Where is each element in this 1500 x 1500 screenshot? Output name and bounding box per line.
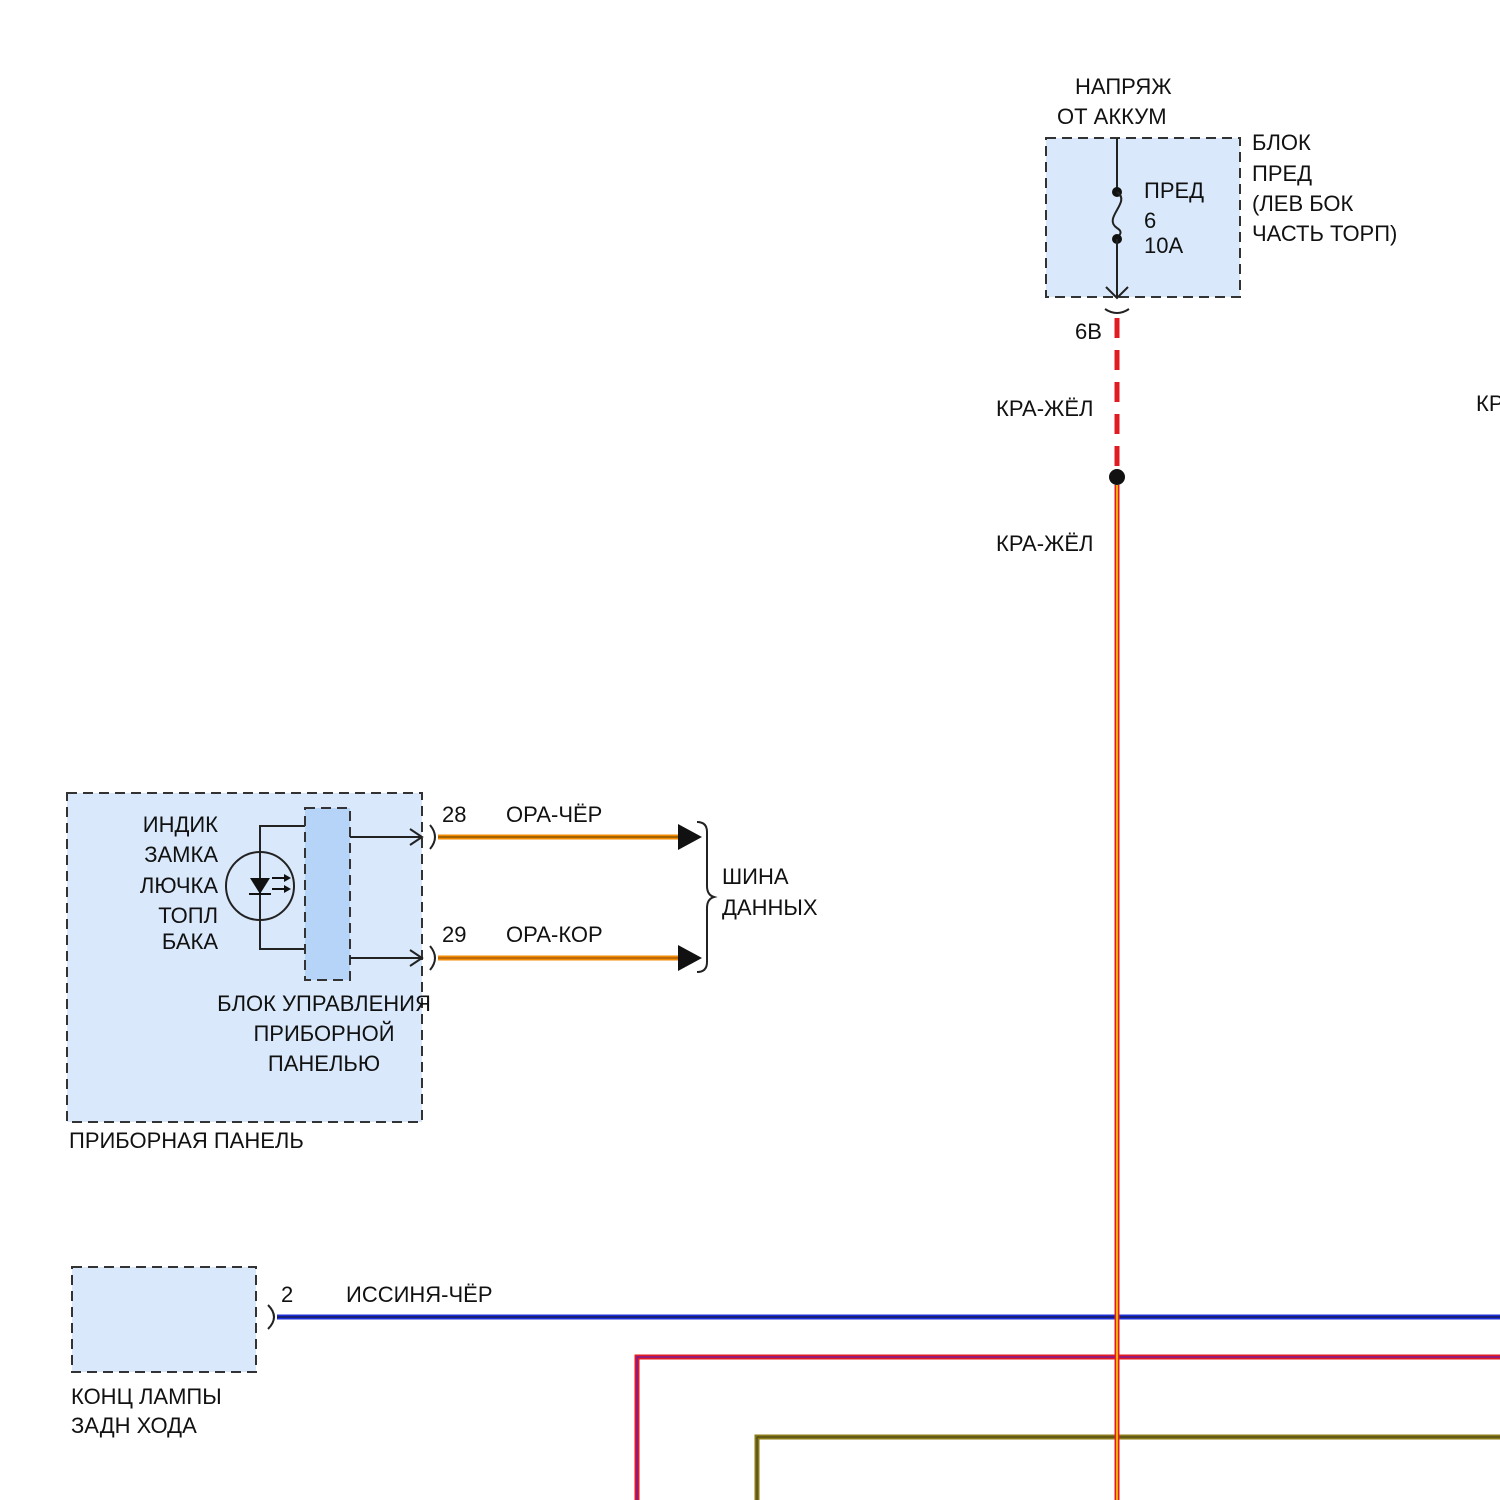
right-edge-wire-label: КР [1476,391,1500,416]
pin-29-label: 29 [442,922,466,947]
wire-olive [757,1437,1500,1500]
instrument-panel-name: ПРИБОРНАЯ ПАНЕЛЬ [69,1128,304,1153]
fuse-block-name-1: БЛОК [1252,130,1311,155]
pin-2-label: 2 [281,1282,293,1307]
wire-orange-black [438,824,702,850]
reverse-lamp-label-1: КОНЦ ЛАМПЫ [71,1384,222,1409]
wire-magenta-red [637,1357,1500,1500]
indicator-label-4: ТОПЛ [158,903,218,928]
fuse-block-name-4: ЧАСТЬ ТОРП) [1252,221,1397,246]
data-bus-bracket [697,822,714,972]
fuse-name: ПРЕД [1144,178,1204,203]
data-bus-label-1: ШИНА [722,864,789,889]
connector-2-symbol [268,1305,274,1329]
pin-28-label: 28 [442,802,466,827]
fuse-rating: 10A [1144,233,1183,258]
control-unit-label-3: ПАНЕЛЬЮ [268,1051,380,1076]
indicator-label-2: ЗАМКА [144,842,218,867]
connector-pin-6b: 6B [1075,319,1102,344]
supply-wire-label-upper: КРА-ЖЁЛ [996,396,1093,421]
wire-orange-brown [438,945,702,971]
wire-label-reverse: ИССИНЯ-ЧЁР [346,1282,493,1307]
reverse-lamp-label-2: ЗАДН ХОДА [71,1413,197,1438]
connector-28-symbol [430,825,435,849]
battery-voltage-label-1: НАПРЯЖ [1075,74,1172,99]
wire-label-28: ОРА-ЧЁР [506,802,602,827]
control-module-box [305,808,350,980]
connector-6b-symbol [1105,309,1129,313]
indicator-label-3: ЛЮЧКА [140,873,218,898]
fuse-block-name-3: (ЛЕВ БОК [1252,191,1354,216]
fuse-number: 6 [1144,208,1156,233]
supply-wire-label-lower: КРА-ЖЁЛ [996,531,1093,556]
data-bus-label-2: ДАННЫХ [722,895,818,920]
control-unit-label-2: ПРИБОРНОЙ [253,1021,394,1046]
battery-voltage-label-2: ОТ АККУМ [1057,104,1167,129]
reverse-lamp-switch-box [72,1267,256,1372]
indicator-label-5: БАКА [162,929,218,954]
connector-29-symbol [430,946,435,970]
splice-point [1109,469,1125,485]
wire-label-29: ОРА-КОР [506,922,603,947]
fuse-block-name-2: ПРЕД [1252,161,1312,186]
fuse-block-box [1046,138,1240,297]
control-unit-label-1: БЛОК УПРАВЛЕНИЯ [217,991,431,1016]
indicator-label-1: ИНДИК [143,812,218,837]
